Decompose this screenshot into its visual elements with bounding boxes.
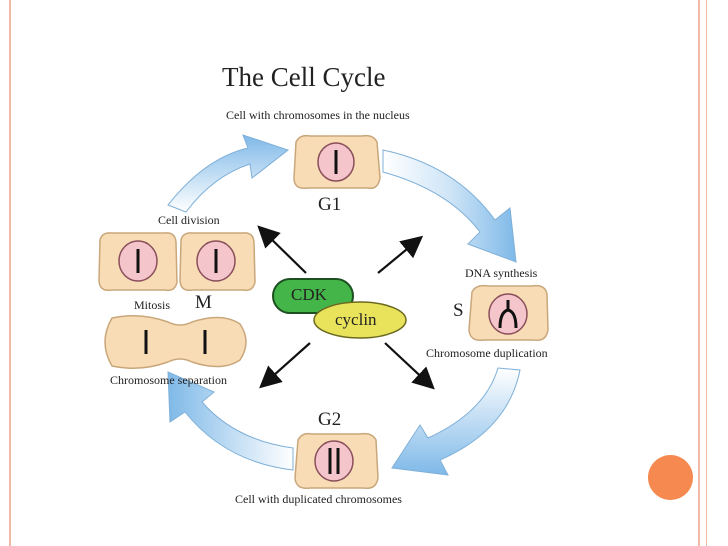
cyclin-label: cyclin — [335, 310, 377, 329]
g1-cell — [293, 134, 381, 190]
arrow-to-g2 — [384, 342, 435, 390]
g1-caption: Cell with chromosomes in the nucleus — [226, 108, 410, 122]
s-cell — [468, 284, 549, 342]
frame-line-right-outer — [706, 0, 707, 546]
arrow-to-dna-synthesis — [377, 235, 424, 274]
cycle-arrow-bottom-right — [391, 367, 521, 476]
accent-dot — [648, 455, 693, 500]
cdk-shape — [272, 278, 354, 314]
cycle-arrow-top-right — [382, 149, 517, 263]
cycle-arrow-top-left — [167, 134, 290, 213]
mitosis-label: Mitosis — [134, 298, 171, 312]
g1-label: G1 — [318, 194, 342, 215]
separating-cell — [104, 315, 247, 369]
dna-synthesis-label: DNA synthesis — [465, 266, 538, 280]
s-label: S — [453, 300, 464, 321]
cyclin-shape — [313, 301, 407, 339]
mitosis-cell-left — [98, 232, 178, 292]
arrow-to-chromosome-separation — [259, 342, 311, 389]
mitosis-cell-right — [179, 232, 256, 292]
cycle-arrow-bottom-left — [167, 371, 294, 471]
cdk-label: CDK — [291, 285, 327, 304]
chromosome-duplication-label: Chromosome duplication — [426, 346, 548, 360]
m-label: M — [195, 292, 212, 313]
g2-label: G2 — [318, 409, 342, 430]
diagram-title: The Cell Cycle — [222, 62, 386, 92]
cell-division-label: Cell division — [158, 213, 220, 227]
frame-line-left — [9, 0, 11, 546]
frame-line-right — [698, 0, 700, 546]
g2-cell — [294, 432, 379, 490]
arrow-to-cell-division — [257, 225, 307, 274]
chromosome-separation-label: Chromosome separation — [110, 373, 227, 387]
g2-caption: Cell with duplicated chromosomes — [235, 492, 402, 506]
